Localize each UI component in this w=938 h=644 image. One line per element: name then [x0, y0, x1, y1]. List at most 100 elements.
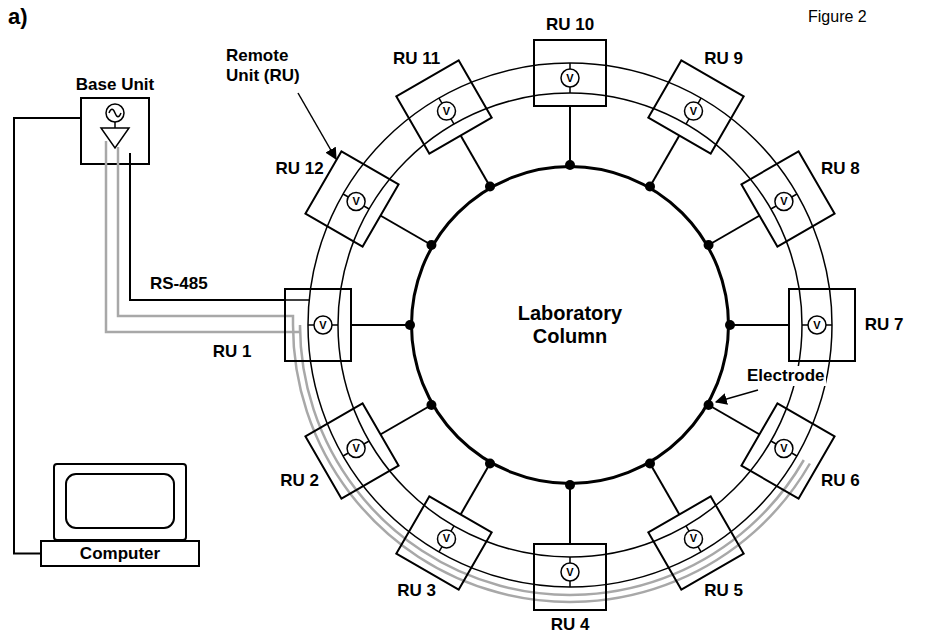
computer-base: Computer	[40, 540, 200, 567]
voltmeter-symbol	[561, 563, 579, 581]
voltmeter-label: V	[352, 443, 359, 454]
voltmeter-label: V	[443, 533, 450, 544]
remote-unit-box: RU 2	[297, 396, 407, 506]
voltmeter-label: V	[813, 320, 820, 331]
voltmeter-lead	[343, 194, 348, 197]
unit-label: RU 8	[821, 159, 860, 179]
voltmeter-label: V	[352, 196, 359, 207]
unit-label: RU 10	[546, 15, 594, 35]
voltmeter-lead	[569, 557, 571, 563]
voltmeter-lead	[686, 119, 689, 124]
unit-label: RU 11	[393, 49, 440, 69]
voltmeter-lead	[451, 119, 454, 124]
ring-wire	[308, 63, 832, 587]
unit-label: RU 9	[704, 49, 743, 69]
voltmeter-lead	[451, 526, 454, 531]
unit-title: Base Unit	[76, 75, 154, 95]
monitor-symbol	[40, 462, 200, 542]
callout-label: Electrode	[745, 366, 826, 386]
voltmeter-symbol	[808, 316, 826, 334]
wire	[709, 216, 760, 246]
voltmeter-label: V	[319, 320, 326, 331]
voltmeter-lead	[308, 324, 314, 326]
leader-line	[298, 93, 336, 159]
computer-label: Computer	[80, 544, 160, 564]
voltmeter-lead	[364, 441, 369, 444]
voltmeter-lead	[439, 98, 442, 103]
wire	[351, 324, 410, 326]
voltmeter-symbol	[685, 530, 703, 548]
unit-label: RU 4	[551, 615, 590, 635]
bus-label: RS-485	[148, 274, 210, 294]
voltmeter-lead	[771, 441, 776, 444]
unit-label: RU 1	[213, 342, 252, 362]
laboratory-column: Laboratory Column	[410, 165, 730, 485]
wire	[569, 485, 571, 544]
unit-label: RU 12	[276, 159, 324, 179]
callout-label: Remote Unit (RU)	[224, 46, 324, 85]
voltmeter-lead	[792, 194, 797, 197]
voltmeter-lead	[569, 87, 571, 93]
wire	[380, 216, 431, 246]
excitation-wire	[106, 165, 804, 595]
voltmeter-label: V	[566, 73, 573, 84]
signal-source-symbol	[80, 97, 150, 165]
wire	[730, 324, 789, 326]
base-unit-box: Base Unit	[80, 97, 150, 165]
voltmeter-lead	[343, 453, 348, 456]
wire	[650, 135, 680, 186]
voltmeter-lead	[364, 206, 369, 209]
remote-unit-outline	[263, 270, 373, 380]
computer: Computer	[40, 462, 200, 567]
voltmeter-label: V	[690, 106, 697, 117]
voltmeter-label: V	[690, 533, 697, 544]
unit-label: RU 5	[704, 581, 743, 601]
voltmeter-symbol	[347, 193, 365, 211]
wire	[461, 135, 491, 186]
voltmeter-label: V	[780, 196, 787, 207]
voltmeter-lead	[332, 324, 338, 326]
voltmeter-symbol	[561, 69, 579, 87]
column-label: Laboratory Column	[500, 302, 640, 348]
figure-number: Figure 2	[808, 8, 867, 26]
wire	[569, 106, 571, 165]
voltmeter-symbol	[314, 316, 332, 334]
leader-line	[716, 390, 758, 402]
remote-unit-outline	[767, 270, 877, 380]
voltmeter-lead	[686, 526, 689, 531]
bus-wire	[285, 299, 309, 301]
voltmeter-lead	[792, 453, 797, 456]
remote-unit-box: RU 1	[263, 270, 373, 380]
unit-label: RU 2	[280, 471, 319, 491]
wire	[709, 405, 760, 435]
panel-letter: a)	[8, 4, 28, 29]
wire	[461, 464, 491, 515]
voltmeter-symbol	[775, 440, 793, 458]
remote-unit-box: RU 6	[733, 396, 843, 506]
voltmeter-symbol	[347, 440, 365, 458]
unit-label: RU 7	[865, 315, 904, 335]
voltmeter-symbol	[685, 102, 703, 120]
ring-wire	[338, 93, 802, 557]
voltmeter-label: V	[566, 567, 573, 578]
voltmeter-lead	[698, 98, 701, 103]
unit-label: RU 6	[821, 471, 860, 491]
voltmeter-lead	[826, 324, 832, 326]
voltmeter-symbol	[438, 530, 456, 548]
voltmeter-lead	[698, 547, 701, 552]
remote-unit-box: RU 12	[297, 144, 407, 254]
voltmeter-lead	[802, 324, 808, 326]
voltmeter-label: V	[443, 106, 450, 117]
excitation-wire	[118, 165, 810, 602]
voltmeter-lead	[569, 63, 571, 69]
voltmeter-symbol	[438, 102, 456, 120]
voltmeter-symbol	[775, 193, 793, 211]
remote-unit-box: RU 8	[733, 144, 843, 254]
voltmeter-label: V	[780, 443, 787, 454]
wire	[380, 405, 431, 435]
bus-cable	[130, 165, 285, 300]
wire	[650, 464, 680, 515]
voltmeter-lead	[771, 206, 776, 209]
remote-unit-box: RU 7	[767, 270, 877, 380]
unit-label: RU 3	[397, 581, 436, 601]
